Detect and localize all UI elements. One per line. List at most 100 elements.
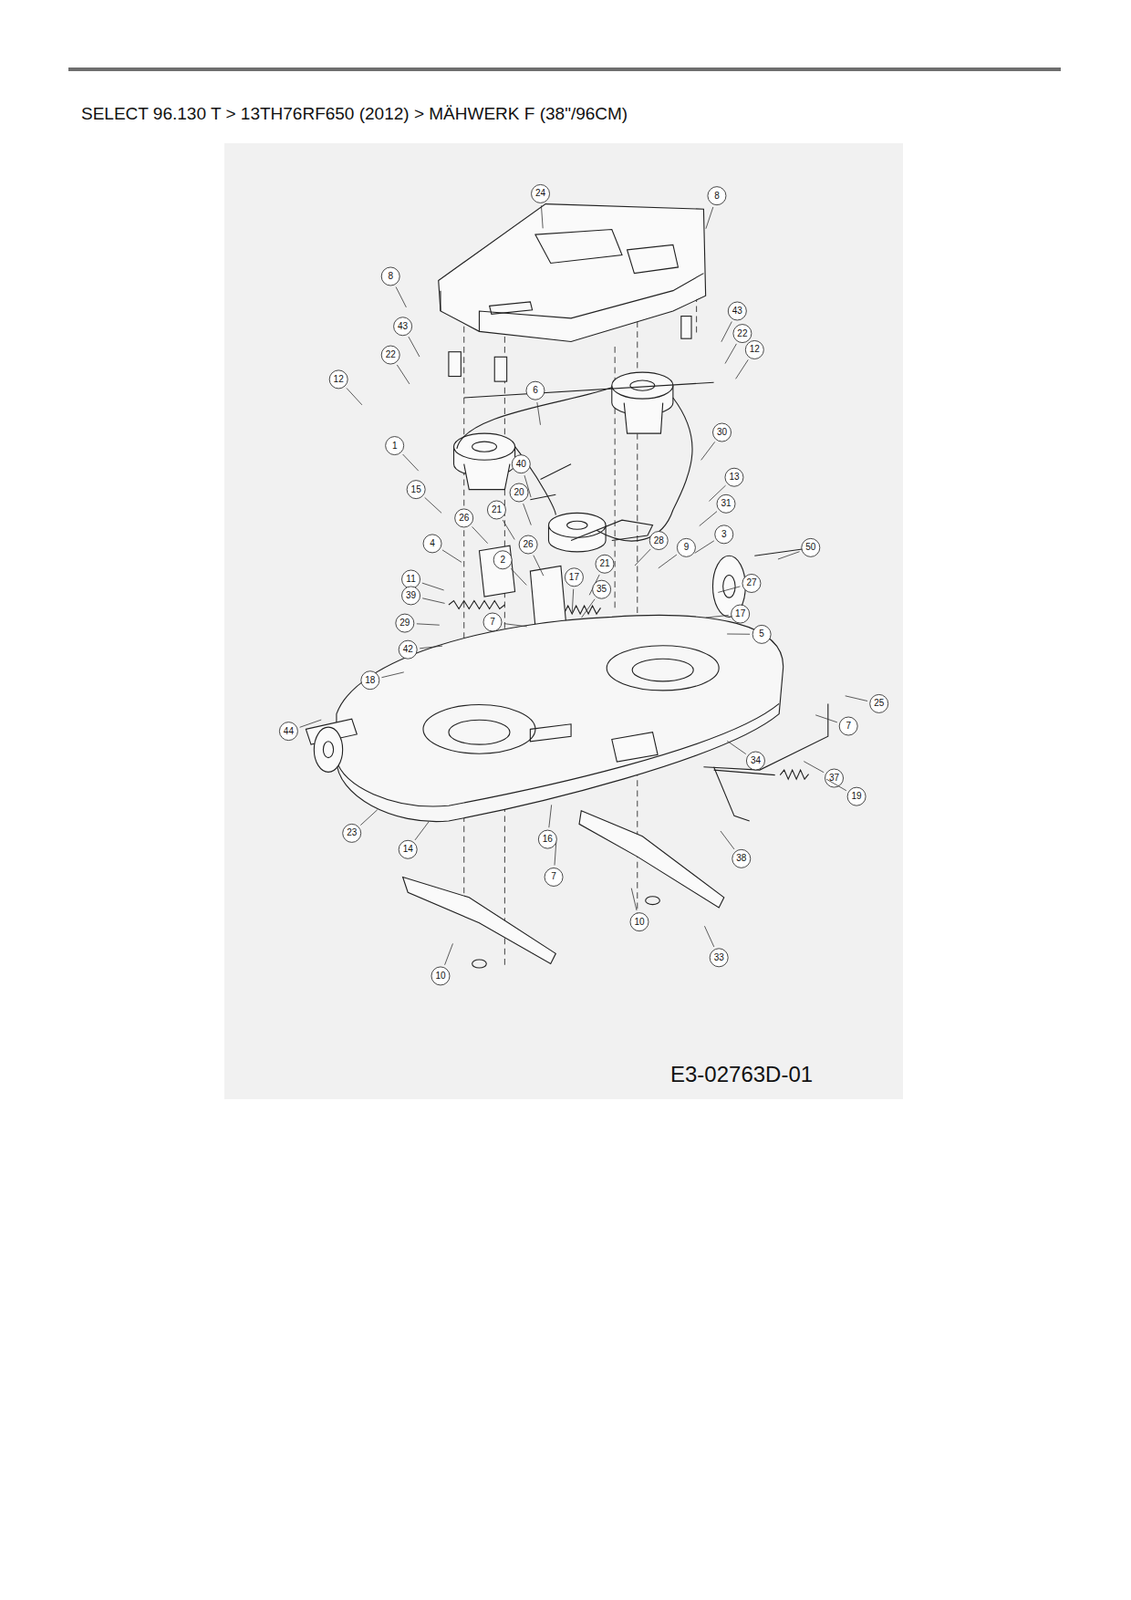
callout-number: 5	[751, 628, 772, 640]
leader-line	[699, 511, 717, 527]
callout-number: 17	[730, 608, 751, 620]
callout-number: 6	[525, 384, 546, 396]
callout-number: 28	[648, 535, 669, 547]
callout-number: 38	[731, 852, 752, 864]
callout-number: 22	[732, 328, 753, 340]
leader-line	[634, 549, 651, 566]
leader-line	[726, 632, 750, 634]
callout-number: 7	[482, 616, 503, 628]
callout-number: 10	[430, 970, 451, 982]
leader-line	[416, 623, 440, 625]
leader-line	[705, 207, 714, 229]
leader-line	[502, 519, 515, 540]
leader-line	[300, 719, 322, 727]
callout-number: 42	[397, 643, 418, 655]
leader-line	[523, 503, 532, 525]
leader-line	[701, 441, 716, 460]
leader-line	[695, 540, 715, 553]
leader-line	[736, 359, 749, 379]
callout-number: 29	[394, 617, 416, 629]
leader-line	[425, 497, 442, 513]
leader-line	[717, 586, 740, 593]
callout-number: 30	[712, 426, 733, 438]
callout-number: 15	[405, 484, 426, 496]
callout-number: 50	[800, 541, 821, 553]
callout-number: 12	[328, 373, 349, 385]
callout-number: 14	[397, 843, 418, 855]
leader-line	[658, 554, 677, 569]
leader-line	[403, 454, 419, 471]
leader-line	[419, 645, 443, 649]
leader-line	[360, 809, 377, 826]
top-rule	[68, 67, 1061, 72]
leader-line	[442, 549, 462, 562]
callout-number: 43	[726, 305, 748, 317]
callout-number: 40	[510, 458, 531, 470]
leader-line	[537, 402, 541, 426]
leader-line	[396, 364, 410, 384]
picture-ground	[224, 143, 903, 1100]
callout-number: 7	[838, 720, 859, 732]
leader-line	[720, 830, 735, 850]
callout-number: 33	[708, 952, 729, 964]
leader-line	[778, 551, 800, 560]
mower-deck-drawing	[305, 204, 828, 970]
callout-marks	[279, 184, 888, 986]
callout-number: 8	[380, 270, 401, 282]
page-title: SELECT 96.130 T > 13TH76RF650 (2012) > M…	[81, 103, 628, 125]
leader-line	[540, 205, 543, 229]
leader-line	[415, 821, 429, 841]
callout-number: 17	[563, 571, 584, 583]
callout-number: 21	[594, 558, 615, 570]
leader-line	[422, 598, 445, 604]
callout-number: 24	[530, 187, 551, 199]
callout-number: 12	[744, 343, 765, 355]
leader-line	[726, 740, 747, 754]
leader-line	[815, 715, 838, 723]
callout-number: 26	[518, 539, 539, 550]
callout-number: 31	[715, 498, 737, 509]
callout-number: 25	[869, 697, 890, 709]
callout-number: 26	[454, 512, 475, 524]
leader-line	[803, 761, 824, 773]
leader-line	[581, 599, 596, 618]
callout-number: 3	[714, 529, 735, 540]
callout-number: 10	[629, 916, 650, 928]
callout-number: 2	[492, 554, 513, 566]
leader-line	[725, 343, 737, 364]
leader-line	[408, 336, 420, 357]
leader-line	[445, 943, 454, 965]
drawing-number: E3-02763D-01	[670, 1061, 813, 1088]
leader-line	[346, 387, 363, 405]
callout-number: 39	[401, 590, 422, 602]
callout-number: 44	[278, 726, 299, 737]
callout-number: 23	[342, 827, 363, 839]
callout-number: 22	[380, 349, 401, 361]
leader-line	[510, 568, 527, 585]
leader-line	[533, 555, 544, 576]
leader-line	[381, 672, 404, 678]
leader-line	[422, 582, 445, 591]
callout-number: 16	[537, 833, 558, 845]
callout-number: 20	[508, 487, 530, 499]
callout-number: 8	[706, 190, 727, 202]
leader-line	[549, 804, 552, 828]
callout-number: 4	[422, 538, 443, 550]
callout-number: 9	[675, 541, 696, 553]
leader-line	[571, 589, 573, 613]
callout-number: 13	[724, 471, 745, 483]
leader-line	[704, 925, 714, 947]
leader-line	[504, 623, 528, 627]
leader-line	[845, 695, 868, 702]
leader-line	[721, 321, 732, 343]
callout-number: 35	[591, 583, 613, 595]
callout-number: 43	[393, 321, 414, 333]
callout-number: 37	[824, 772, 845, 784]
callout-number: 18	[360, 674, 381, 686]
callout-number: 19	[846, 790, 867, 802]
callout-number: 34	[745, 755, 766, 767]
leader-line	[472, 526, 488, 543]
callout-number: 7	[543, 871, 564, 882]
callout-number: 27	[741, 577, 762, 589]
